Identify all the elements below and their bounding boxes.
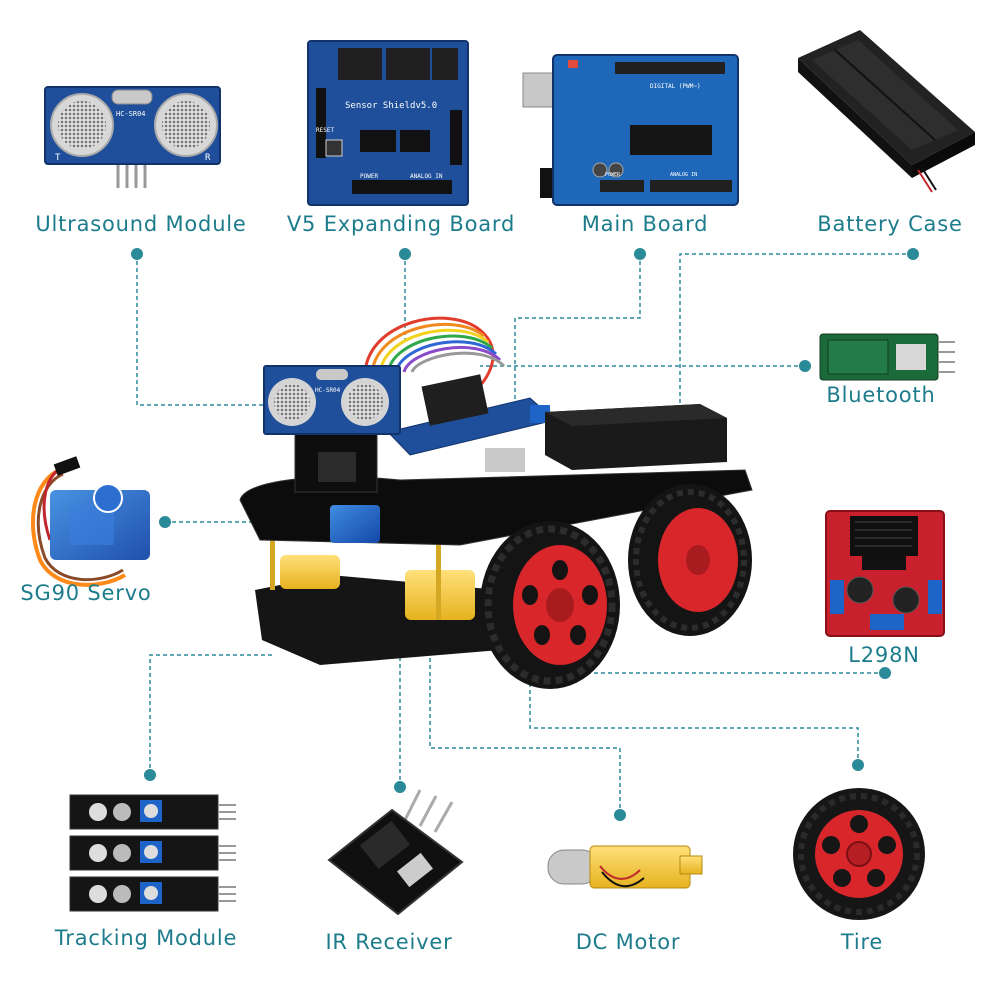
svg-text:ANALOG IN: ANALOG IN [410, 173, 443, 180]
dc-motor-icon [547, 845, 703, 889]
label-dc-motor: DC Motor [575, 930, 681, 954]
label-ir-receiver: IR Receiver [325, 930, 453, 954]
svg-text:RESET: RESET [316, 127, 334, 134]
servo-icon [31, 456, 150, 587]
connector-dots [131, 248, 919, 821]
robot-car-icon: HC-SR04 [239, 316, 753, 689]
svg-text:R: R [205, 153, 211, 163]
svg-text:DIGITAL (PWM~): DIGITAL (PWM~) [650, 83, 701, 90]
label-tracking-module: Tracking Module [54, 926, 238, 950]
label-sg90-servo: SG90 Servo [20, 581, 152, 605]
ir-receiver-icon [327, 789, 464, 916]
svg-text:T: T [55, 153, 61, 163]
bluetooth-module-icon [819, 333, 955, 381]
svg-text:POWER: POWER [360, 173, 378, 180]
label-bluetooth: Bluetooth [826, 383, 936, 407]
svg-text:POWER: POWER [605, 172, 621, 178]
label-main-board: Main Board [581, 212, 709, 236]
ultrasound-model-text: HC-SR04 [116, 110, 146, 118]
svg-text:ANALOG IN: ANALOG IN [670, 172, 697, 178]
tire-icon [793, 788, 925, 920]
label-tire: Tire [840, 930, 884, 954]
main-board-icon: DIGITAL (PWM~) POWER ANALOG IN [522, 54, 739, 206]
motor-driver-icon [825, 510, 945, 637]
expansion-board-icon: Sensor Shieldv5.0 RESET POWER ANALOG IN [307, 40, 469, 206]
label-battery-case: Battery Case [817, 212, 963, 236]
label-v5-expanding-board: V5 Expanding Board [286, 212, 516, 236]
shield-name-text: Sensor Shieldv5.0 [345, 101, 437, 111]
svg-text:HC-SR04: HC-SR04 [315, 387, 341, 394]
label-l298n: L298N [848, 643, 920, 667]
tracking-module-icon [69, 794, 236, 912]
label-ultrasound-module: Ultrasound Module [35, 212, 247, 236]
ultrasound-module-icon: HC-SR04 T R [44, 86, 221, 188]
battery-case-icon [798, 30, 975, 193]
